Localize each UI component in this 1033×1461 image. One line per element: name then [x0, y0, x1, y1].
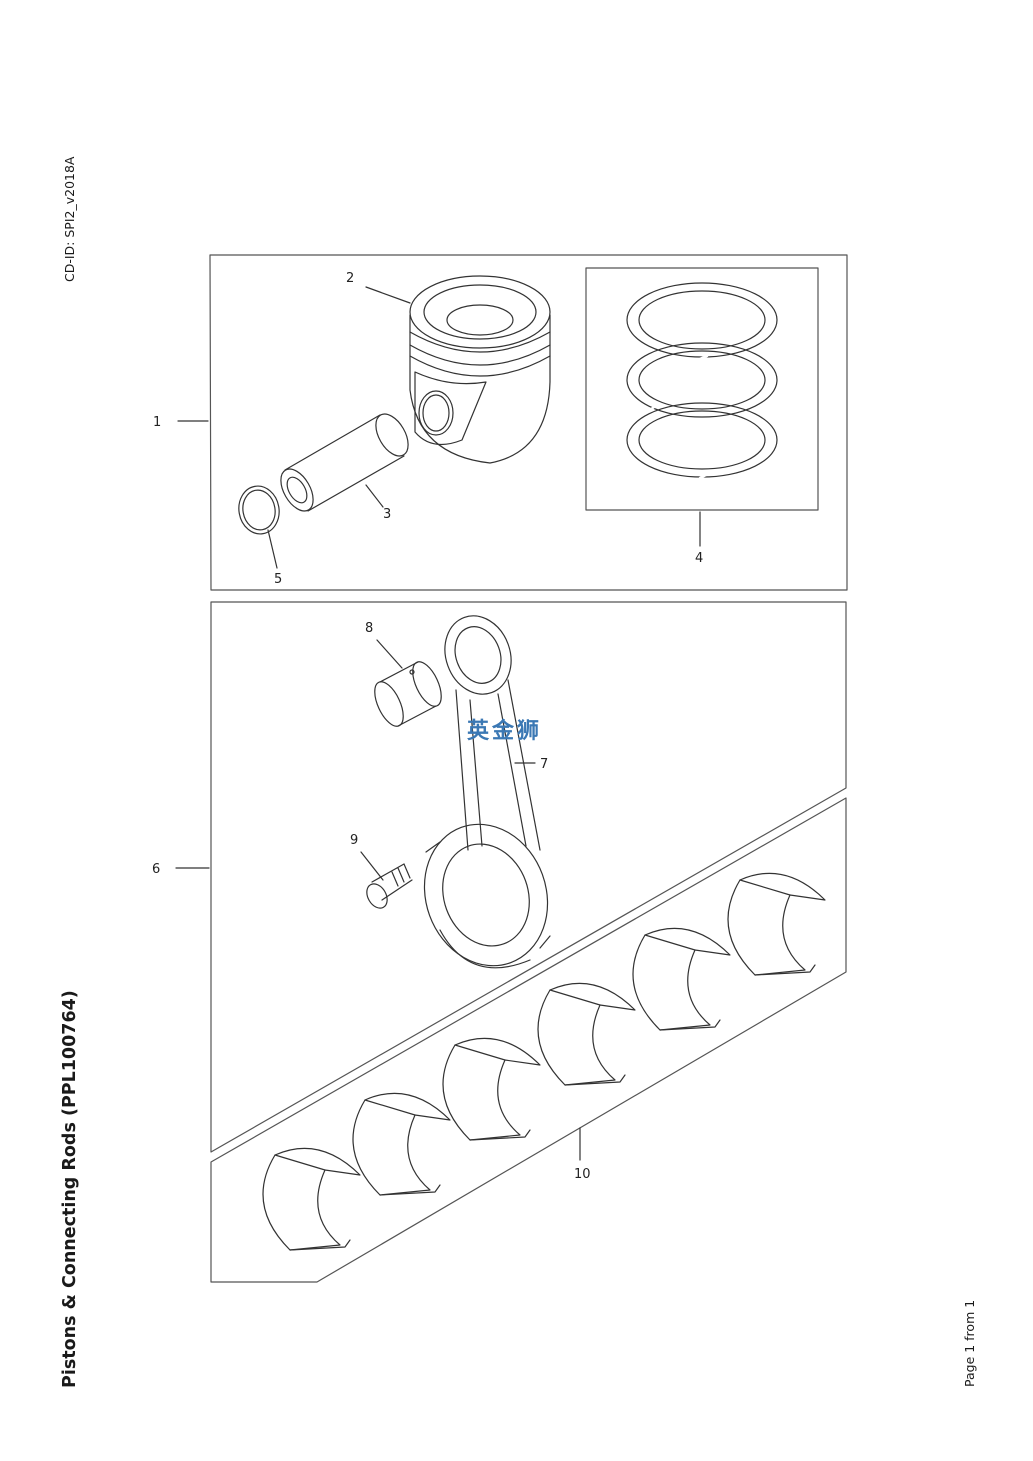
callout-6: 6: [152, 862, 160, 877]
callout-5: 5: [274, 572, 282, 587]
callout-2: 2: [346, 271, 354, 286]
callout-7: 7: [540, 757, 548, 772]
callout-8: 8: [365, 621, 373, 636]
bearing-shell-set: [262, 872, 826, 1251]
watermark: 英金狮: [467, 718, 542, 744]
frame-piston-rings: [585, 267, 819, 511]
callout-labels: 1 2 3 4 5 6 7 8 9 10: [152, 271, 703, 1182]
piston-pin: [280, 413, 409, 512]
callout-9: 9: [350, 833, 358, 848]
frame-bearing-shells: [210, 797, 847, 1283]
snap-ring: [238, 485, 280, 535]
connecting-rod: [423, 615, 551, 969]
small-end-bushing: [374, 661, 442, 727]
frame-piston-kit: [209, 254, 848, 591]
callout-1: 1: [153, 415, 161, 430]
callout-3: 3: [383, 507, 391, 522]
piston: [409, 275, 551, 464]
callout-10: 10: [574, 1167, 591, 1182]
piston-ring-set: [626, 282, 778, 480]
frame-connecting-rod-kit: [210, 601, 847, 1153]
connecting-rod-bolt: [366, 863, 413, 909]
callout-4: 4: [695, 551, 703, 566]
